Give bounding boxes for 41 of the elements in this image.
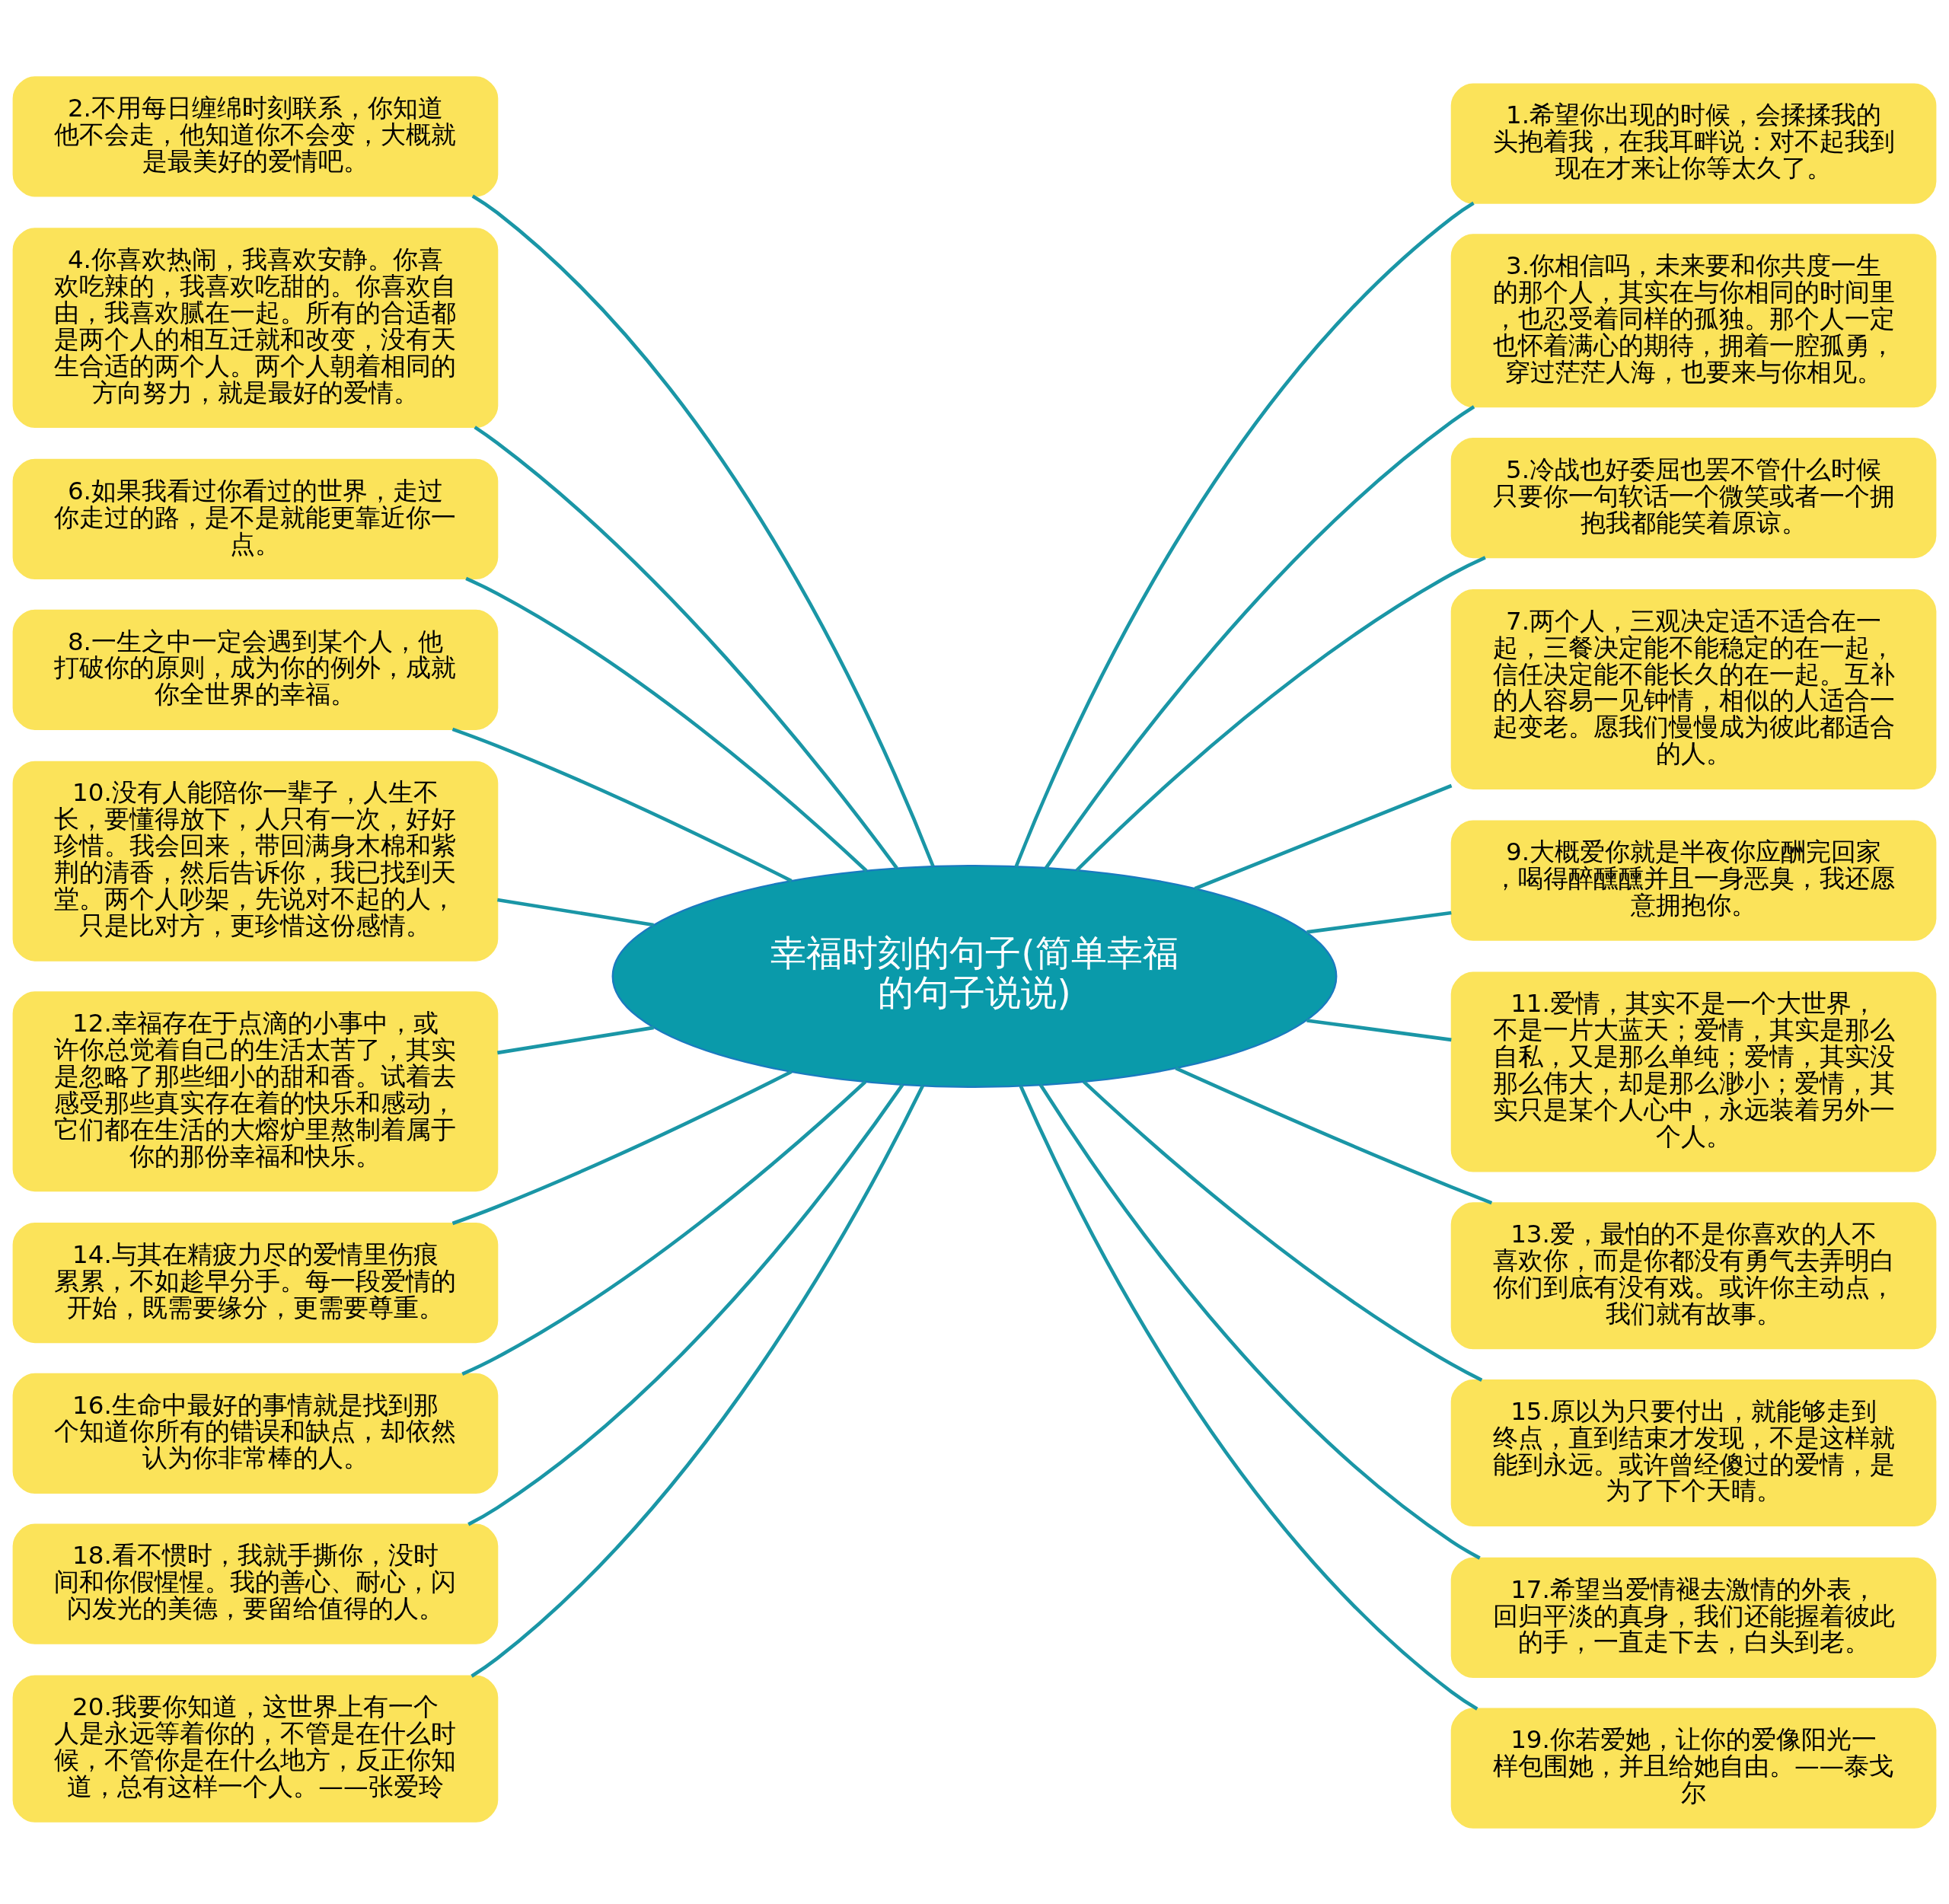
connector [1194, 783, 1453, 890]
connector [465, 576, 868, 872]
node-box: 12.幸福存在于点滴的小事中，或许你总觉着自己的生活太苦了，其实是忽略了那些细小的甜和香。试着去感受那些真实存在着的快乐和感动，它们都在生活的大熔炉里熬制着属于你的那份幸福和快乐。 [12, 990, 499, 1191]
connector [451, 727, 793, 882]
node-box: 8.一生之中一定会遇到某个人，他打破你的原则，成为你的例外，成就你全世界的幸福。 [12, 609, 499, 730]
node-box: 9.大概爱你就是半夜你应酬完回家，喝得醉醺醺并且一身恶臭，我还愿意拥抱你。 [1450, 820, 1937, 941]
connector [1082, 1080, 1483, 1382]
node-box: 5.冷战也好委屈也罢不管什么时候只要你一句软话一个微笑或者一个拥抱我都能笑着原谅。 [1450, 437, 1937, 558]
node-box: 4.你喜欢热闹，我喜欢安静。你喜欢吃辣的，我喜欢吃甜的。你喜欢自由，我喜欢腻在一起。所有的合适都是两个人的相互迁就和改变，没有天生合适的两个人。两个人朝着相同的方向努力，就是最好的爱情。 [12, 227, 499, 428]
node-box: 3.你相信吗，未来要和你共度一生的那个人，其实在与你相同的时间里，也忍受着同样的孤独。那个人一定也怀着满心的期待，拥着一腔孤勇，穿过茫茫人海，也要来与你相见。 [1450, 233, 1937, 407]
connector [1014, 201, 1475, 867]
connector [471, 193, 935, 867]
node-box: 20.我要你知道，这世界上有一个人是永远等着你的，不管是在什么时候，不管你是在什么地方，反正你知道，总有这样一个人。——张爱玲 [12, 1675, 499, 1823]
connector [1019, 1085, 1478, 1711]
connector [1075, 555, 1486, 872]
connector [1306, 1018, 1452, 1041]
connector [461, 1080, 867, 1376]
connector [471, 1084, 925, 1678]
connector [1038, 1083, 1481, 1560]
node-box: 13.爱，最怕的不是你喜欢的人不喜欢你，而是你都没有勇气去弄明白你们到底有没有戏。或许你主动点，我们就有故事。 [1450, 1201, 1937, 1349]
node-box: 15.原以为只要付出，就能够走到终点，直到结束才发现，不是这样就能到永远。或许曾经傻过的爱情，是为了下个天晴。 [1450, 1379, 1937, 1526]
connector [1044, 404, 1475, 869]
connector [497, 898, 654, 926]
connector [474, 425, 898, 869]
node-box: 10.没有人能陪你一辈子，人生不长，要懂得放下，人只有一次，好好珍惜。我会回来，带回满身木棉和紫荆的清香，然后告诉你，我已找到天堂。两个人吵架，先说对不起的人，只是比对方，更珍惜这份感情。 [12, 761, 499, 962]
node-box: 16.生命中最好的事情就是找到那个知道你所有的错误和缺点，却依然认为你非常棒的人。 [12, 1373, 499, 1494]
node-box: 18.看不惯时，我就手撕你，没时间和你假惺惺。我的善心、耐心，闪闪发光的美德，要留给值得的人。 [12, 1523, 499, 1644]
node-box: 14.与其在精疲力尽的爱情里伤痕累累，不如趁早分手。每一段爱情的开始，既需要缘分，更需要尊重。 [12, 1222, 499, 1343]
node-box: 7.两个人，三观决定适不适合在一起，三餐决定能不能稳定的在一起，信任决定能不能长久的在一起。互补的人容易一见钟情，相似的人适合一起变老。愿我们慢慢成为彼此都适合的人。 [1450, 588, 1937, 789]
node-box: 1.希望你出现的时候，会揉揉我的头抱着我，在我耳畔说：对不起我到现在才来让你等太久了。 [1450, 82, 1937, 204]
node-box: 11.爱情，其实不是一个大世界，不是一片大蓝天；爱情，其实是那么自私，又是那么单纯；爱情，其实没那么伟大，却是那么渺小；爱情，其实只是某个人心中，永远装着另外一个人。 [1450, 971, 1937, 1172]
node-box: 2.不用每日缠绵时刻联系，你知道他不会走，他知道你不会变，大概就是最美好的爱情吧。 [12, 75, 499, 196]
node-ellipse: 幸福时刻的句子(简单幸福的句子说说) [611, 864, 1338, 1088]
connector [1175, 1066, 1493, 1204]
node-box: 19.你若爱她，让你的爱像阳光一样包围她，并且给她自由。——泰戈尔 [1450, 1708, 1937, 1829]
node-box: 17.希望当爱情褪去激情的外表，回归平淡的真身，我们还能握着彼此的手，一直走下去，白头到老。 [1450, 1557, 1937, 1678]
connector [467, 1083, 904, 1526]
node-box: 6.如果我看过你看过的世界，走过你走过的路，是不是就能更靠近你一点。 [12, 458, 499, 579]
connector [1306, 911, 1452, 934]
connector [497, 1025, 654, 1054]
connector [451, 1070, 793, 1225]
